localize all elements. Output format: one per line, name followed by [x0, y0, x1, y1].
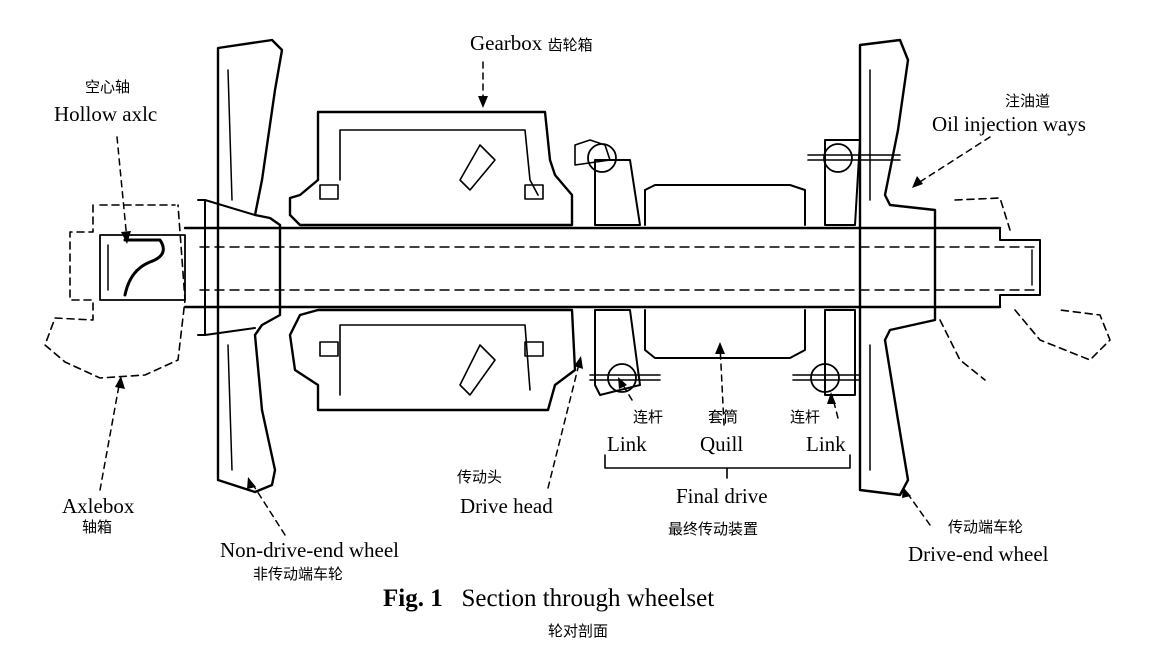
final-drive-bracket: [604, 454, 851, 479]
link-right-label-en: Link: [806, 432, 846, 456]
drive-head-label-zh: 传动头: [457, 468, 503, 486]
link-left-label-en: Link: [607, 432, 647, 456]
final-drive-assembly: [574, 139, 901, 396]
right-axlebox: [939, 197, 1111, 381]
drive-end-wheel-shape: [858, 38, 937, 497]
link-right-label-zh: 连杆: [790, 408, 821, 426]
drive-head-label-en: Drive head: [460, 494, 553, 518]
figure-title: Section through wheelset: [461, 585, 715, 612]
non-drive-wheel-label-zh: 非传动端车轮: [253, 565, 344, 583]
axlebox-label-zh: 轴箱: [82, 518, 113, 536]
non-drive-wheel-label-en: Non-drive-end wheel: [220, 538, 400, 562]
hollow-axle-label-en: Hollow axlc: [54, 102, 158, 126]
left-axlebox: [44, 204, 186, 379]
gearbox-label-zh: 齿轮箱: [547, 36, 593, 54]
final-drive-label-en: Final drive: [676, 484, 768, 508]
figure-caption: Fig. 1 Section through wheelset: [383, 586, 714, 611]
main-axle: [183, 226, 1041, 309]
quill-label-en: Quill: [700, 432, 744, 456]
drive-end-wheel-label-zh: 传动端车轮: [948, 518, 1024, 536]
link-left-label-zh: 连杆: [633, 408, 664, 426]
oil-injection-label-zh: 注油道: [1005, 92, 1051, 110]
gearbox-housing: [288, 110, 577, 412]
non-drive-end-wheel-shape: [197, 38, 284, 494]
oil-injection-label-en: Oil injection ways: [932, 112, 1086, 136]
figure-number: Fig. 1: [383, 585, 443, 612]
leader-arrowheads: [115, 96, 923, 498]
figure-caption-zh: 轮对剖面: [548, 622, 609, 640]
hollow-axle-end: [99, 234, 186, 301]
gearbox-label-en: Gearbox: [470, 31, 543, 55]
gearbox-label: Gearbox 齿轮箱: [470, 33, 593, 54]
quill-label-zh: 套筒: [708, 408, 739, 426]
final-drive-label-zh: 最终传动装置: [668, 520, 759, 538]
drive-end-wheel-label-en: Drive-end wheel: [908, 542, 1049, 566]
axlebox-label-en: Axlebox: [62, 494, 135, 518]
leader-lines: [99, 61, 991, 536]
hollow-axle-label-zh: 空心轴: [85, 78, 131, 96]
